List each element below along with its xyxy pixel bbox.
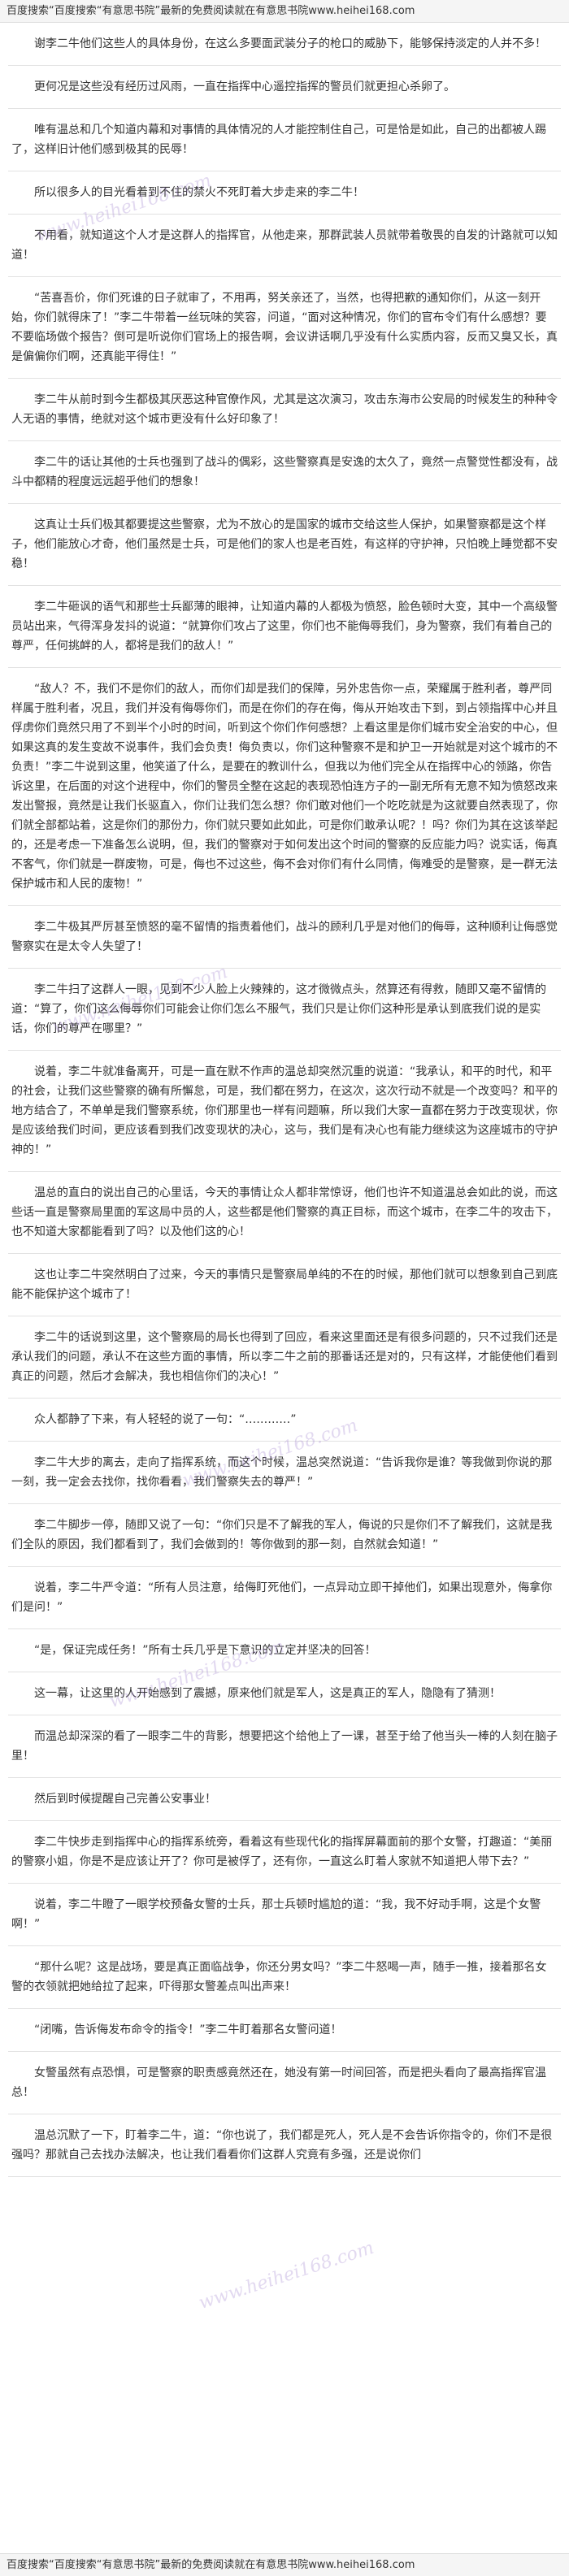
paragraph: 不用看，就知道这个人才是这群人的指挥官，从他走来，那群武装人员就带着敬畏的自发的… <box>8 215 561 277</box>
paragraph: 更何况是这些没有经历过风雨，一直在指挥中心遥控指挥的警员们就更担心杀卵了。 <box>8 66 561 109</box>
paragraph: 李二牛快步走到指挥中心的指挥系统旁，看着这有些现代化的指挥屏幕面前的那个女警，打… <box>8 1821 561 1884</box>
paragraph: 说着，李二牛就准备离开，可是一直在默不作声的温总却突然沉重的说道：“我承认，和平… <box>8 1051 561 1172</box>
paragraph: 李二牛的话让其他的士兵也强到了战斗的偶彩，这些警察真是安逸的太久了，竟然一点警觉… <box>8 441 561 504</box>
paragraph: 温总沉默了一下，盯着李二牛，道：“你也说了，我们都是死人，死人是不会告诉你指令的… <box>8 2114 561 2177</box>
paragraph: 这真让士兵们极其都要提这些警察，尤为不放心的是国家的城市交给这些人保护，如果警察… <box>8 504 561 586</box>
article-body: 谢李二牛他们这些人的具体身份，在这么多要面武装分子的枪口的威胁下，能够保持淡定的… <box>0 23 569 2553</box>
paragraph: 李二牛从前时到今生都极其厌恶这种官僚作风，尤其是这次演习，攻击东海市公安局的时候… <box>8 379 561 441</box>
site-watermark: www.heihei168.com <box>196 2237 377 2314</box>
paragraph: 这也让李二牛突然明白了过来，今天的事情只是警察局单纯的不在的时候，那他们就可以想… <box>8 1254 561 1316</box>
paragraph: 唯有温总和几个知道内幕和对事情的具体情况的人才能控制住自己，可是恰是如此，自己的… <box>8 109 561 171</box>
paragraph: 李二牛脚步一停，随即又说了一句：“你们只是不了解我的军人，侮说的只是你们不了解我… <box>8 1504 561 1567</box>
bottom-banner: 百度搜索“百度搜索“有意思书院”最新的免费阅读就在有意思书院www.heihei… <box>0 2553 569 2576</box>
paragraph: 李二牛扫了这群人一眼，见到不少人脸上火辣辣的，这才微微点头，然算还有得救，随即又… <box>8 969 561 1051</box>
paragraph: “敌人？不，我们不是你们的敌人，而你们却是我们的保障，另外忠告你一点，荣耀属于胜… <box>8 668 561 906</box>
top-banner: 百度搜索“百度搜索“有意思书院”最新的免费阅读就在有意思书院www.heihei… <box>0 0 569 23</box>
paragraph: 说着，李二牛瞪了一眼学校预备女警的士兵，那士兵顿时尴尬的道：“我，我不好动手啊，… <box>8 1884 561 1946</box>
paragraph: 众人都静了下来，有人轻轻的说了一句：“…………” <box>8 1399 561 1442</box>
paragraph: “苦喜吾价，你们死谁的日子就审了，不用再，努关亲还了，当然，也得把歉的通知你们，… <box>8 277 561 379</box>
paragraph: 然后到时候提醒自己完善公安事业！ <box>8 1778 561 1821</box>
paragraph: 说着，李二牛严令道：“所有人员注意，给侮盯死他们，一点异动立即干掉他们，如果出现… <box>8 1567 561 1629</box>
paragraph: “闭嘴，告诉侮发布命令的指令！”李二牛盯着那名女警问道！ <box>8 2009 561 2052</box>
paragraph: 这一幕，让这里的人开始感到了震撼，原来他们就是军人，这是真正的军人，隐隐有了猜测… <box>8 1672 561 1715</box>
paragraph: 李二牛的话说到这里，这个警察局的局长也得到了回应，看来这里面还是有很多问题的，只… <box>8 1316 561 1399</box>
paragraph: 李二牛砸讽的语气和那些士兵鄙薄的眼神，让知道内幕的人都极为愤怒，脸色顿时大变，其… <box>8 586 561 668</box>
bottom-banner-text: 百度搜索“百度搜索“有意思书院”最新的免费阅读就在有意思书院 <box>7 2559 309 2571</box>
paragraph: 所以很多人的目光看着到不住的禁火不死盯着大步走来的李二牛！ <box>8 171 561 215</box>
paragraph: “是，保证完成任务！”所有士兵几乎是下意识的立定并坚决的回答！ <box>8 1629 561 1672</box>
top-banner-text: 百度搜索“百度搜索“有意思书院”最新的免费阅读就在有意思书院 <box>7 5 309 17</box>
paragraph: 而温总却深深的看了一眼李二牛的背影，想要把这个给他上了一课，甚至于给了他当头一棒… <box>8 1715 561 1778</box>
paragraph: 李二牛大步的离去，走向了指挥系统，而这个时候，温总突然说道：“告诉我你是谁？等我… <box>8 1442 561 1504</box>
paragraph: 李二牛极其严厉甚至愤怒的毫不留情的指责着他们，战斗的顾利几乎是对他们的侮辱，这种… <box>8 906 561 969</box>
top-banner-site-link[interactable]: www.heihei168.com <box>308 5 415 17</box>
paragraph: 谢李二牛他们这些人的具体身份，在这么多要面武装分子的枪口的威胁下，能够保持淡定的… <box>8 23 561 66</box>
paragraph: 女警虽然有点恐惧，可是警察的职责感竟然还在，她没有第一时间回答，而是把头看向了最… <box>8 2052 561 2114</box>
bottom-banner-site-link[interactable]: www.heihei168.com <box>308 2559 415 2571</box>
paragraph: 温总的直白的说出自己的心里话，今天的事情让众人都非常惊讶，他们也许不知道温总会如… <box>8 1172 561 1254</box>
paragraph: “那什么呢？这是战场，要是真正面临战争，你还分男女吗？”李二牛怒喝一声，随手一推… <box>8 1946 561 2009</box>
